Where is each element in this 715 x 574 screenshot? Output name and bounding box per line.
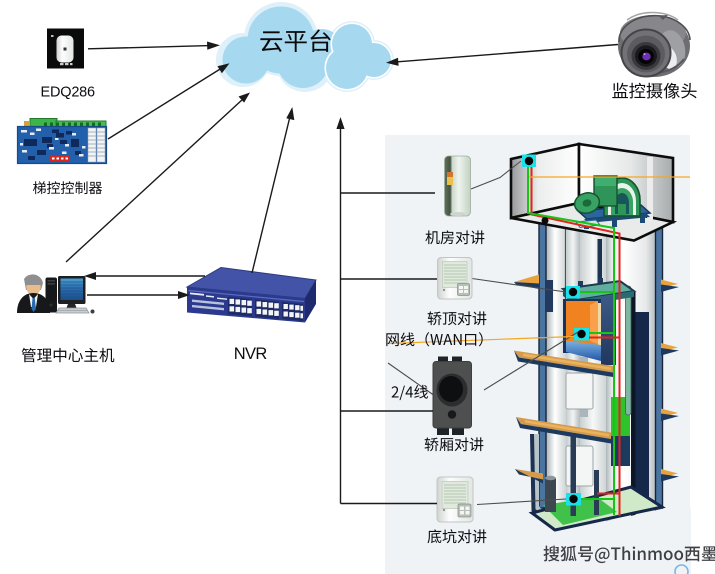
- svg-text:NVR: NVR: [234, 345, 268, 363]
- svg-text:EDQ286: EDQ286: [41, 84, 96, 100]
